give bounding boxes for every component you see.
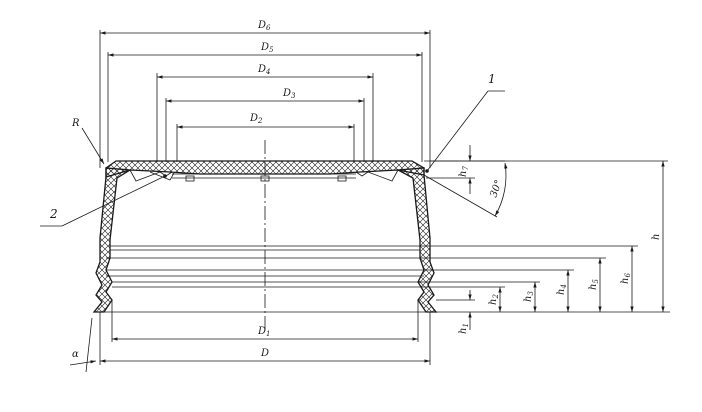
- part-1-label: 1: [488, 72, 496, 86]
- dim-h3-label: h3: [523, 291, 535, 302]
- cap-left-wall-section: [92, 167, 133, 313]
- dim-D6-label: D6: [257, 20, 271, 32]
- part-2-label: 2: [49, 207, 58, 221]
- angle-30-label: 30°: [488, 179, 504, 199]
- diameter-dimensions: D6 D5 D4 D3 D2: [99, 20, 431, 168]
- cap-right-wall-section: [395, 167, 438, 313]
- dim-h6-label: h6: [620, 273, 632, 284]
- dim-D2-label: D2: [249, 113, 263, 125]
- dim-D3-label: D3: [282, 88, 296, 100]
- dim-h2-label: h2: [488, 294, 500, 305]
- height-dimensions: h h6 h5 h4 h3 h2 h1: [418, 145, 670, 334]
- part-callouts: 1 2: [40, 72, 505, 227]
- dim-h4-label: h4: [556, 284, 568, 295]
- bottom-diameter-dimensions: D1 D α: [69, 300, 431, 373]
- alpha-angle-label: α: [72, 349, 79, 360]
- dim-D4-label: D4: [257, 64, 271, 76]
- dim-h-label: h: [651, 234, 662, 240]
- dim-D1-label: D1: [257, 326, 271, 338]
- radius-callout: R: [71, 118, 105, 165]
- dim-h5-label: h5: [588, 279, 600, 290]
- dim-D5-label: D5: [260, 42, 274, 54]
- radius-label: R: [71, 118, 80, 129]
- dim-D-label: D: [260, 348, 269, 359]
- dim-h1-label: h1: [458, 323, 470, 334]
- dim-h7-label: h7: [458, 166, 470, 177]
